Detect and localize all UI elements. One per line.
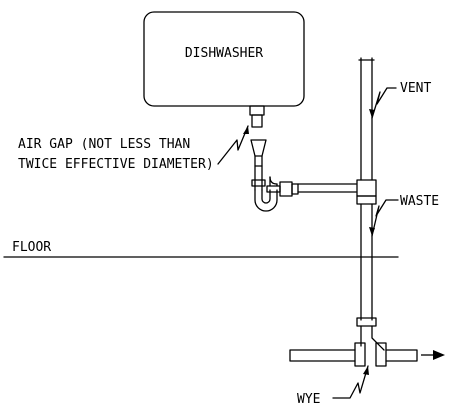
- dishwasher-outlet: [249, 105, 265, 128]
- air-gap-leader: [217, 125, 249, 165]
- air-gap-arrowhead: [243, 126, 249, 134]
- flow-arrowhead: [433, 350, 445, 360]
- wye-leader: [332, 365, 369, 399]
- waste-leader: [371, 199, 399, 237]
- vent-leader: [371, 87, 397, 119]
- dishwasher-label: DISHWASHER: [185, 46, 263, 61]
- wye-label: WYE: [297, 392, 320, 407]
- wye-arrowhead: [363, 366, 369, 375]
- trap-arm-pipe: [297, 183, 357, 193]
- vent-label: VENT: [400, 81, 431, 96]
- vent-arrowhead: [369, 109, 375, 118]
- air-gap-label-line2: TWICE EFFECTIVE DIAMETER): [18, 157, 214, 172]
- air-gap-label-line1: AIR GAP (NOT LESS THAN: [18, 137, 190, 152]
- dishwasher-box: [143, 11, 305, 107]
- waste-arrowhead: [369, 227, 375, 236]
- building-drain-pipe: [289, 349, 418, 362]
- waste-label: WASTE: [400, 194, 439, 209]
- stack-pipe: [356, 57, 377, 327]
- air-gap-funnel: [250, 139, 267, 167]
- floor-label: FLOOR: [12, 240, 51, 255]
- p-trap: [251, 176, 299, 212]
